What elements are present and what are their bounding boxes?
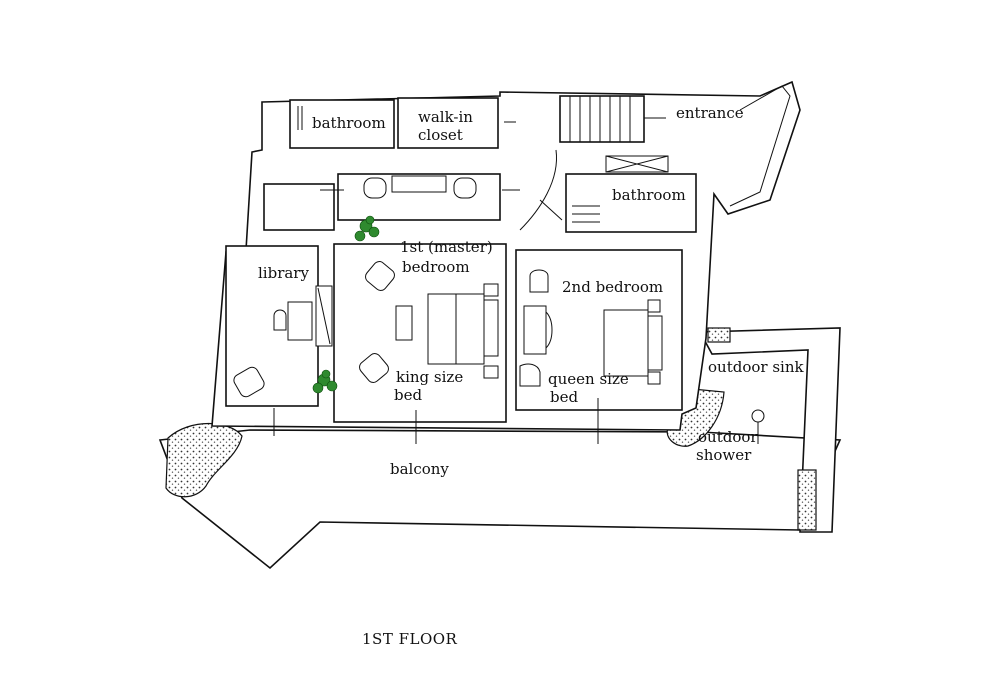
- label-queen-line1: queen size: [548, 370, 629, 388]
- label-balcony: balcony: [390, 460, 449, 478]
- label-bathroom-right: bathroom: [612, 186, 686, 204]
- master-armchair-2: [359, 353, 389, 383]
- walk-in-closet-room: [397, 97, 499, 149]
- label-master-line1: 1st (master): [400, 238, 493, 256]
- label-walk-in-line2: closet: [418, 126, 463, 144]
- bathroom-top-room: [289, 99, 395, 149]
- floor-caption: 1ST FLOOR: [362, 630, 458, 648]
- label-outdoor-sink: outdoor sink: [708, 358, 804, 376]
- label-library: library: [258, 264, 309, 282]
- master-armchair-1: [365, 261, 395, 291]
- plant-icon: [354, 215, 380, 242]
- label-master-line2: bedroom: [402, 258, 470, 276]
- left-planter: [165, 422, 243, 498]
- label-walk-in-line1: walk-in: [418, 108, 473, 126]
- entrance-stairs: [559, 95, 645, 143]
- master-coffee-table: [395, 305, 413, 341]
- label-bathroom-top: bathroom: [312, 114, 386, 132]
- entrance-ramp: [729, 85, 791, 207]
- label-outdoor-shower-line2: shower: [696, 446, 752, 464]
- plant-icon: [312, 369, 338, 394]
- label-outdoor-shower-line1: outdoor: [698, 428, 758, 446]
- vestibule: [263, 183, 335, 231]
- label-entrance: entrance: [676, 104, 744, 122]
- terrace-planter-right: [797, 469, 817, 531]
- library-desk: [287, 301, 313, 341]
- library-armchair: [233, 366, 265, 398]
- terrace-planter-top: [707, 327, 731, 343]
- hall-curve: [519, 149, 558, 231]
- label-king-line1: king size: [396, 368, 463, 386]
- label-second-bedroom: 2nd bedroom: [562, 278, 663, 296]
- label-king-line2: bed: [394, 386, 422, 404]
- label-queen-line2: bed: [550, 388, 578, 406]
- second-desk: [523, 305, 547, 355]
- queen-bed: [603, 309, 649, 377]
- outdoor-shower-fixture: [751, 409, 765, 423]
